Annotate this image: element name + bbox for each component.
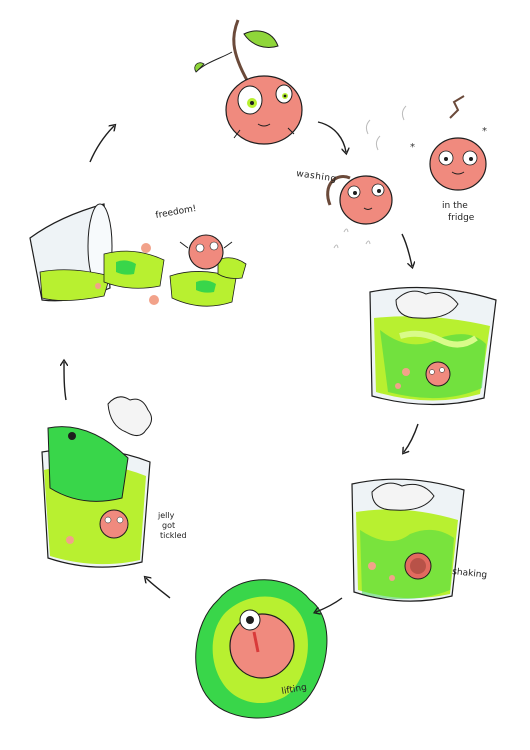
- arrow-icon: [404, 423, 419, 452]
- label-shaking: shaking: [452, 567, 488, 581]
- label-jelly-1: jelly: [157, 511, 175, 520]
- label-jelly-3: tickled: [160, 531, 187, 540]
- fridge-scene: * * in the fridge: [410, 95, 487, 223]
- top-cherry-scene: [194, 19, 303, 145]
- arrow-icon: [316, 597, 343, 612]
- label-lifting: lifting: [281, 683, 308, 697]
- arrow-icon: [146, 578, 171, 599]
- arrow-icon: [64, 362, 66, 401]
- glass-shaking: shaking: [351, 478, 488, 602]
- label-freedom: freedom!: [155, 204, 197, 221]
- svg-text:*: *: [482, 126, 487, 137]
- arrow-icon: [89, 126, 114, 163]
- cycle-arrows: [64, 121, 419, 612]
- label-washing: washing: [296, 169, 338, 185]
- washing-scene: washing: [296, 105, 407, 249]
- svg-text:*: *: [410, 142, 415, 153]
- freedom-scene: freedom!: [29, 203, 247, 307]
- arrow-icon: [401, 233, 412, 266]
- glass-tickled: jelly got tickled: [41, 396, 187, 568]
- label-fridge-2: fridge: [448, 213, 475, 223]
- glass-in-fridge: [369, 286, 497, 406]
- label-fridge-1: in the: [442, 201, 468, 211]
- arrow-icon: [317, 121, 346, 152]
- jelly-lifting-scene: lifting: [195, 579, 328, 719]
- label-jelly-2: got: [162, 521, 175, 530]
